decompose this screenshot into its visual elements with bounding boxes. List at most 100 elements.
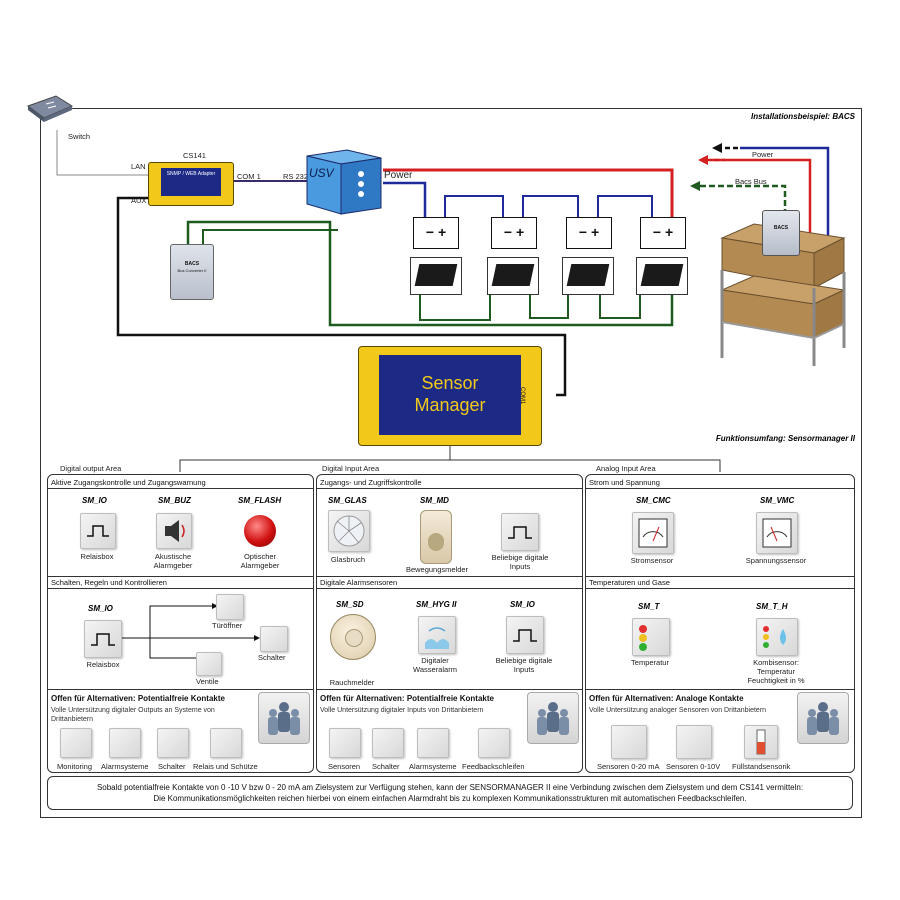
- bacs-module-1: [410, 257, 462, 295]
- divider-h1-col1: [47, 488, 313, 489]
- cs141-screen-text: SNMP / WEB Adapter: [166, 171, 216, 177]
- alt2-tile-3: [417, 728, 449, 758]
- green-between-2: [529, 290, 569, 319]
- battery-3: − +: [566, 217, 612, 249]
- sm-buz-label: Akustische Alarmgeber: [153, 552, 193, 570]
- divider-h2-col2: [316, 576, 582, 577]
- battery-rack-illustration: [720, 223, 846, 366]
- digital-inputs-1-icon: [501, 513, 539, 551]
- bus-converter-sub: Bus Converter II: [177, 268, 207, 273]
- divider-h4-col1: [47, 689, 313, 690]
- bacs-module-3: [562, 257, 614, 295]
- alt2-desc: Volle Untersützung digitaler Inputs von …: [320, 707, 484, 714]
- right-blue-line: [740, 146, 830, 252]
- cs141-label: CS141: [183, 151, 206, 160]
- network-switch: [26, 94, 74, 124]
- sm-t-h-label: Kombisensor: Temperatur Feuchtigkeit in …: [747, 658, 805, 685]
- sm-io-3-code: SM_IO: [510, 600, 535, 609]
- divider-h3-col3: [585, 588, 854, 589]
- alt3-item-3: Füllstandsensorik: [732, 762, 791, 771]
- power-label: Power: [384, 170, 413, 181]
- sensor-manager-line1: Sensor: [421, 373, 479, 393]
- divider-h1-col3: [585, 488, 854, 489]
- divider-h4-col3: [585, 689, 854, 690]
- divider-h2-col3: [585, 576, 854, 577]
- sm-hyg-label: Digitaler Wasseralarm: [413, 656, 457, 674]
- section-digital-alarm: Digitale Alarmsensoren: [320, 578, 398, 587]
- tueroeffner-label: Türöffner: [212, 621, 243, 630]
- sm-glas-code: SM_GLAS: [328, 496, 367, 505]
- alt2-tile-4: [478, 728, 510, 758]
- water-alarm-icon: [418, 616, 456, 654]
- section-access-control: Aktive Zugangskontrolle und Zugangswarnu…: [51, 478, 206, 487]
- switch-label: Switch: [68, 132, 91, 141]
- sm-vmc-label: Spannungssensor: [745, 556, 807, 565]
- aux-label: AUX: [131, 196, 147, 205]
- sensor-manager-line2: Manager: [414, 395, 486, 415]
- bacs-module-4: [636, 257, 688, 295]
- lan-label: LAN: [131, 162, 146, 171]
- switch-cable: [56, 130, 148, 176]
- sm-md-label: Bewegungsmelder: [405, 565, 469, 574]
- humidity-icon: [756, 618, 798, 656]
- voltage-meter-icon: [756, 512, 798, 554]
- ventile-tile: [196, 652, 222, 676]
- alt1-tile-3: [157, 728, 189, 758]
- switch-icon: [26, 95, 74, 122]
- blue-1: [444, 195, 504, 218]
- sm-io-1-label: Relaisbox: [80, 552, 114, 561]
- sm-io-2-code: SM_IO: [88, 604, 113, 613]
- battery-1: − +: [413, 217, 459, 249]
- alt1-tile-4: [210, 728, 242, 758]
- section-access-entry: Zugangs- und Zugriffskontrolle: [320, 478, 422, 487]
- sensor-manager-screen: Sensor Manager: [379, 355, 521, 435]
- alt2-tile-1: [329, 728, 361, 758]
- footer-box: Sobald potentialfreie Kontakte von 0 -10…: [47, 776, 853, 810]
- bus-converter-green: [186, 220, 674, 327]
- arrow-black: [712, 143, 722, 153]
- digital-inputs-1-label: Beliebige digitale Inputs: [491, 553, 549, 571]
- sm-flash-code: SM_FLASH: [238, 496, 282, 505]
- tueroeffner-tile: [216, 594, 244, 620]
- area-analog-input: Analog Input Area: [596, 464, 656, 473]
- bacs-small-unit: BACS: [762, 210, 800, 256]
- section-switching: Schalten, Regeln und Kontrollieren: [51, 578, 167, 587]
- alt2-title: Offen für Alternativen: Potentialfreie K…: [320, 694, 494, 703]
- sm-io-1-code: SM_IO: [82, 496, 107, 505]
- alt3-tile-2: [676, 725, 712, 759]
- green-between-1: [419, 290, 491, 321]
- battery-4: − +: [640, 217, 686, 249]
- sm-sd-label: Rauchmelder: [329, 678, 375, 687]
- divider-h4-col2: [316, 689, 582, 690]
- alt3-desc: Volle Untersützung analoger Sensoren von…: [589, 707, 767, 714]
- battery-rack: BACS: [714, 208, 846, 368]
- usv-unit: USV: [305, 148, 383, 218]
- alt3-item-1: Sensoren 0-20 mA: [597, 762, 660, 771]
- alt1-title: Offen für Alternativen: Potentialfreie K…: [51, 694, 225, 703]
- digital-inputs-2-icon: [506, 616, 544, 654]
- right-green-line: [700, 184, 787, 213]
- alt3-tile-1: [611, 725, 647, 759]
- schalter-label: Schalter: [258, 653, 286, 662]
- sensor-manager: Sensor Manager COM1: [358, 346, 542, 446]
- power-right-label: Power: [752, 150, 774, 159]
- alt2-item-1: Sensoren: [328, 762, 361, 771]
- motion-detector-icon: [420, 510, 452, 564]
- aux-cable: [116, 196, 567, 397]
- sm-cmc-label: Stromsensor: [630, 556, 674, 565]
- relaisbox-icon: [80, 513, 116, 549]
- cs141-adapter: SNMP / WEB Adapter: [148, 162, 234, 206]
- alt3-people-icon: [797, 692, 849, 744]
- flash-light-icon: [244, 515, 276, 547]
- schalter-tile: [260, 626, 288, 652]
- footer-line-2: Die Kommunikationsmöglichkeiten reichen …: [153, 794, 747, 803]
- sm-t-label: Temperatur: [631, 658, 669, 667]
- footer-line-1: Sobald potentialfreie Kontakte von 0 -10…: [96, 783, 804, 792]
- install-example-title: Installationsbeispiel: BACS: [750, 112, 855, 121]
- alt2-people-icon: [527, 692, 579, 744]
- blue-2: [522, 195, 579, 218]
- rs232-label: RS 232: [283, 172, 309, 181]
- smoke-detector-icon: [330, 614, 376, 660]
